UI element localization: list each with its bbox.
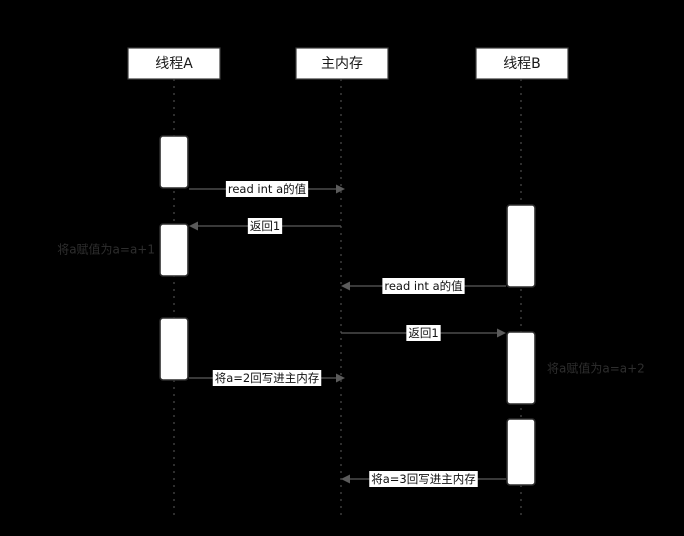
message-arrowhead xyxy=(336,184,345,194)
participant-label: 线程A xyxy=(155,56,193,72)
message-label-background xyxy=(225,181,309,197)
activations-layer xyxy=(159,135,536,486)
activation-bar-threadA-3 xyxy=(159,317,189,381)
message-label: 返回1 xyxy=(250,219,280,233)
message-label: read int a的值 xyxy=(384,279,463,293)
message-label-background xyxy=(369,471,478,487)
message-msg-2: 返回1 xyxy=(189,218,341,234)
participant-box[interactable] xyxy=(295,47,389,80)
message-msg-1: read int a的值 xyxy=(189,181,345,197)
message-msg-3: read int a的值 xyxy=(341,278,506,294)
note-right: 将a赋值为a=a+2 xyxy=(547,361,645,376)
message-label-background xyxy=(212,370,322,386)
message-arrowhead xyxy=(341,281,350,291)
message-label: 将a=3回写进主内存 xyxy=(371,472,476,486)
participant-label: 线程B xyxy=(503,56,541,72)
participant-box[interactable] xyxy=(475,47,569,80)
participants-layer: 线程A 主内存 线程B xyxy=(127,47,569,80)
message-arrowhead xyxy=(497,328,506,338)
participant-box[interactable] xyxy=(127,47,221,80)
note-left: 将a赋值为a=a+1 xyxy=(57,242,155,257)
message-label-background xyxy=(382,278,465,294)
notes-layer: 将a赋值为a=a+1 将a赋值为a=a+2 xyxy=(57,242,645,376)
activation-bar-threadA-2 xyxy=(159,223,189,277)
message-msg-4: 返回1 xyxy=(341,325,506,341)
participant-threadB[interactable]: 线程B xyxy=(475,47,569,80)
participant-label: 主内存 xyxy=(321,56,363,72)
activation-bar-threadB-5 xyxy=(506,331,536,405)
message-msg-5: 将a=2回写进主内存 xyxy=(189,370,345,386)
message-label-background xyxy=(406,325,441,341)
message-arrowhead xyxy=(189,221,198,231)
message-arrowhead xyxy=(336,373,345,383)
message-label: read int a的值 xyxy=(228,182,307,196)
activation-bar-threadB-4 xyxy=(506,204,536,288)
message-label: 将a=2回写进主内存 xyxy=(215,371,320,385)
participant-threadA[interactable]: 线程A xyxy=(127,47,221,80)
activation-bar-threadB-6 xyxy=(506,418,536,486)
participant-memory[interactable]: 主内存 xyxy=(295,47,389,80)
message-label: 返回1 xyxy=(408,326,438,340)
message-msg-6: 将a=3回写进主内存 xyxy=(341,471,506,487)
activation-bar-threadA-1 xyxy=(159,135,189,189)
message-arrowhead xyxy=(341,474,350,484)
message-label-background xyxy=(247,218,283,234)
